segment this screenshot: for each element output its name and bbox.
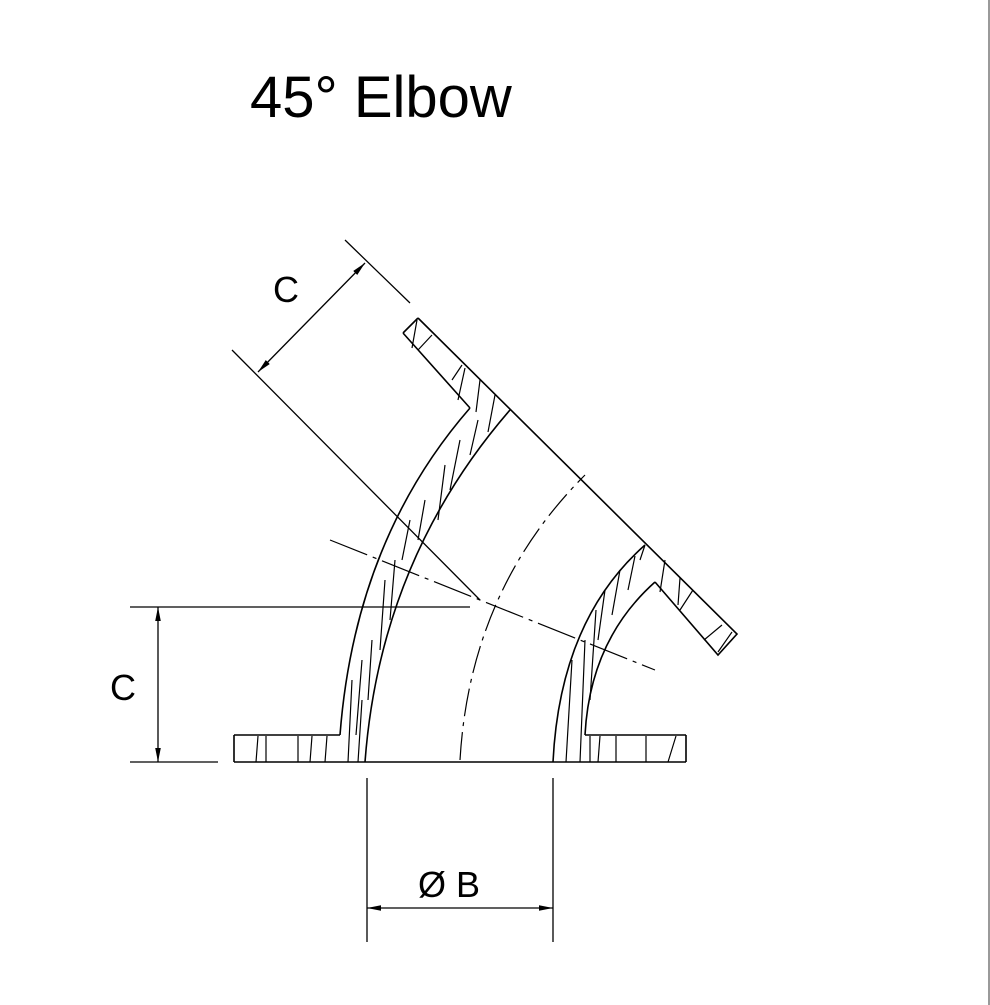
top-flange <box>402 317 739 657</box>
dimension-c-top-label: C <box>273 269 299 310</box>
dimension-b-label: Ø B <box>418 864 480 905</box>
dimension-c-left-label: C <box>110 667 136 708</box>
frame-edge <box>988 0 990 1005</box>
dimension-c-left <box>130 606 470 763</box>
bottom-flange <box>233 734 687 763</box>
bend-centerline <box>459 474 586 761</box>
radial-centerline <box>329 539 656 671</box>
dimension-c-top <box>231 239 481 601</box>
drawing-title: 45° Elbow <box>250 65 512 130</box>
pipe-walls <box>339 407 656 763</box>
dimension-diameter-b <box>366 778 554 942</box>
